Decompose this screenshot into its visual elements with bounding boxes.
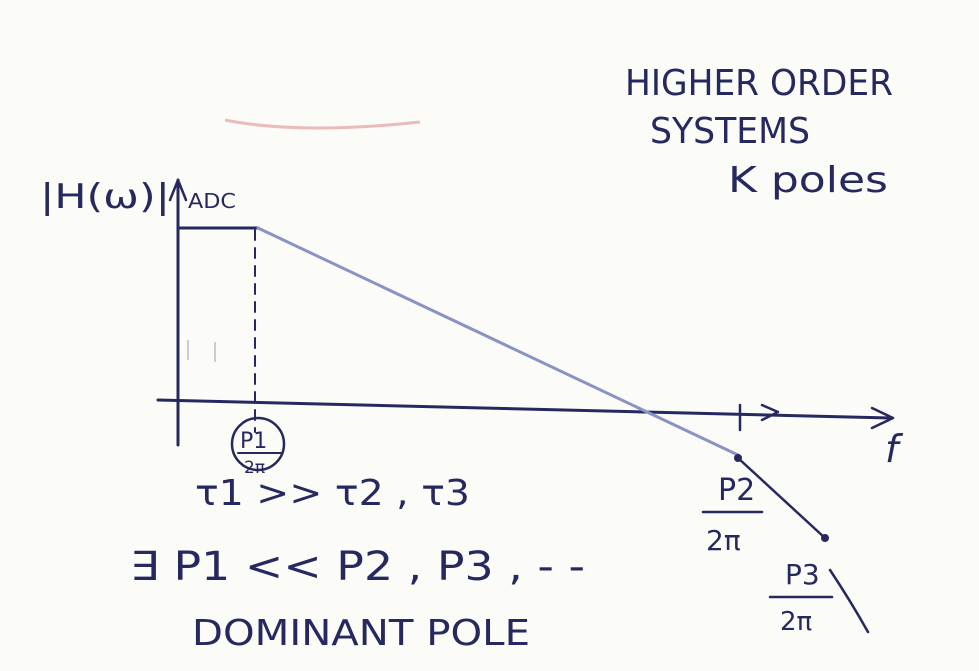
p1-denominator: 2π	[244, 458, 265, 478]
first-slope-line	[256, 226, 740, 457]
p3-numerator: P3	[785, 558, 820, 591]
second-slope-line	[736, 456, 827, 540]
title-line-3: K poles	[728, 160, 888, 201]
pole3-marker	[821, 534, 829, 542]
p3-denominator: 2π	[780, 607, 812, 637]
y-axis-label: |H(ω)|	[40, 177, 170, 217]
pole-inequality-note: ∃ P1 << P2 , P3 , - -	[130, 544, 585, 590]
pole2-marker	[734, 454, 742, 462]
p2-denominator: 2π	[706, 524, 741, 557]
adc-label: ADC	[188, 189, 236, 213]
x-axis-arrow	[870, 406, 895, 430]
title-line-2: SYSTEMS	[650, 111, 810, 152]
dominant-pole-note: DOMINANT POLE	[192, 613, 530, 654]
p1-circle	[230, 416, 286, 472]
red-smudge	[224, 118, 421, 130]
p2-numerator: P2	[718, 473, 755, 508]
y-axis-arrow	[168, 178, 188, 202]
time-constant-note: τ1 >> τ2 , τ3	[195, 473, 470, 514]
third-slope-line	[828, 568, 870, 634]
title-line-1: HIGHER ORDER	[625, 63, 893, 104]
x-axis-label: f	[885, 427, 904, 471]
x-axis	[156, 398, 892, 420]
p1-numerator: P1	[240, 429, 267, 454]
x-axis-second-arrow	[760, 403, 780, 422]
